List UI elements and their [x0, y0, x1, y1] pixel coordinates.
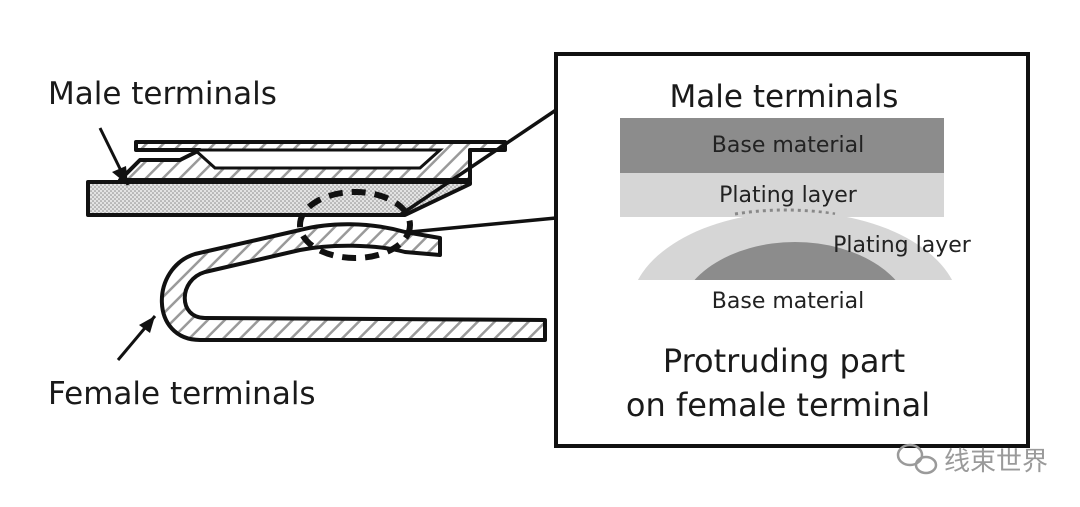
callout-line-upper [399, 108, 557, 217]
female-terminal-arrow [116, 315, 157, 361]
female-terminals-label: Female terminals [48, 376, 316, 412]
cross-section: Male terminals Female terminals [48, 76, 557, 412]
detail-title: Male terminals [670, 79, 899, 115]
wechat-icon [896, 443, 938, 475]
male-plating-layer-label: Plating layer [719, 183, 858, 208]
male-terminal-housing-recess [191, 148, 444, 170]
male-base-material-label: Base material [712, 133, 864, 158]
female-base-dome [694, 242, 896, 280]
female-plating-layer-label: Plating layer [833, 233, 972, 258]
callout-line-lower [409, 216, 557, 234]
protruding-part-note-line1: Protruding part [663, 342, 905, 380]
protruding-part-note-line2: on female terminal [626, 386, 930, 424]
male-terminal-arrow [98, 127, 130, 186]
male-plating-layer [620, 173, 944, 217]
watermark: 线束世界 [896, 443, 1048, 477]
female-terminal-spring [159, 222, 547, 342]
detail-box: Male terminals Base material Plating lay… [554, 52, 1030, 448]
watermark-text: 线束世界 [944, 447, 1048, 477]
male-terminal-blade [86, 180, 472, 217]
male-base-material-layer [620, 118, 944, 173]
contact-point-highlight [297, 189, 413, 261]
contact-interface-line [734, 208, 836, 216]
male-terminals-label: Male terminals [48, 76, 277, 112]
female-base-material-label: Base material [712, 289, 864, 314]
